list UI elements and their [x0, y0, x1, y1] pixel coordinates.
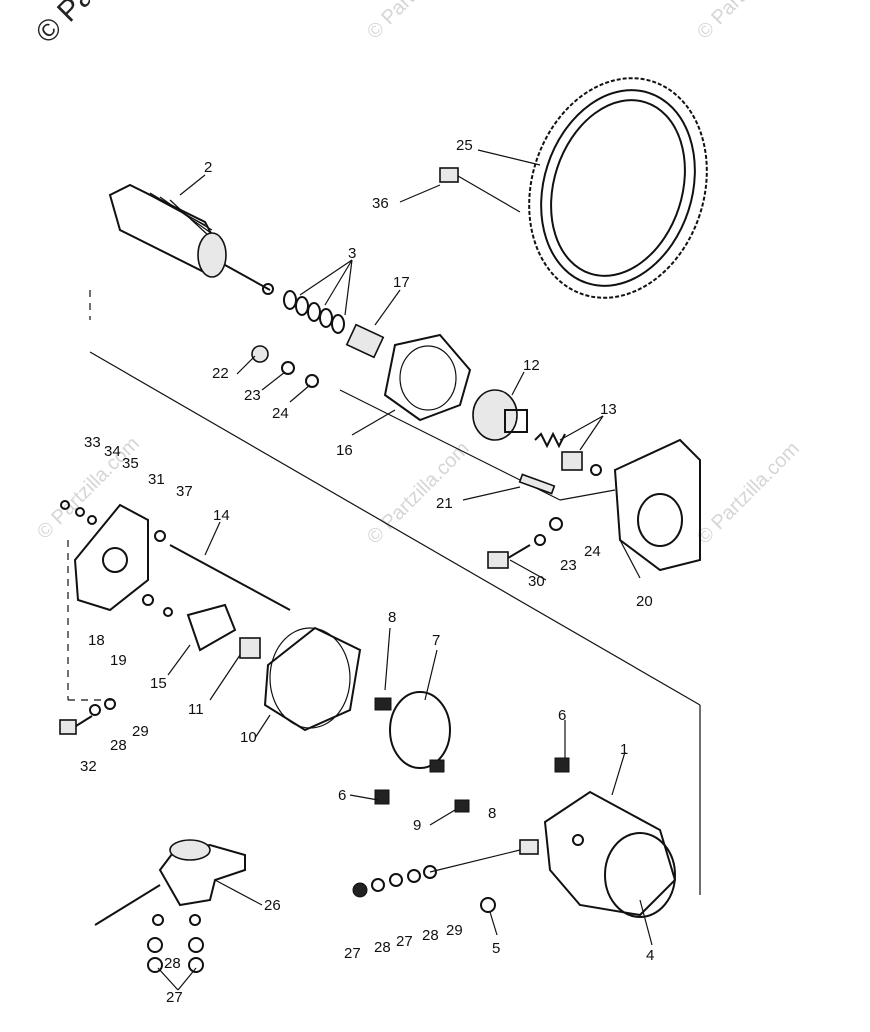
label-35: 35: [122, 455, 139, 472]
bolt-32: [59, 698, 116, 735]
housing-10: [263, 626, 362, 732]
mounting-bracket-20: [613, 438, 701, 572]
plate-left: [60, 500, 149, 612]
label-36: 36: [372, 195, 389, 212]
label-27c: 27: [166, 989, 183, 1006]
label-11: 11: [188, 701, 204, 718]
label-12: 12: [523, 357, 540, 374]
bushing-17: [345, 323, 385, 359]
label-4: 4: [646, 947, 654, 964]
through-bolt-14: [154, 530, 291, 611]
nut-washers-upper: [251, 345, 319, 388]
label-7: 7: [432, 632, 440, 649]
label-19: 19: [110, 652, 127, 669]
label-10: 10: [240, 729, 257, 746]
ring-gear: [528, 77, 708, 299]
watermark-corner: © Par: [30, 0, 108, 50]
label-30: 30: [528, 573, 545, 590]
label-1: 1: [620, 741, 628, 758]
label-20: 20: [636, 593, 653, 610]
bushing-11: [239, 637, 261, 659]
label-28d: 28: [164, 955, 181, 972]
label-8: 8: [388, 609, 396, 626]
watermark-text: © Partzilla.com: [363, 0, 474, 44]
label-15: 15: [150, 675, 167, 692]
label-3: 3: [348, 245, 356, 262]
label-23b: 23: [560, 557, 577, 574]
label-28b: 28: [422, 927, 439, 944]
label-23: 23: [244, 387, 261, 404]
brush-holder-7: [374, 691, 470, 813]
watermark-layer: © Par © Partzilla.com © Partzilla.com © …: [30, 0, 804, 549]
label-26: 26: [264, 897, 281, 914]
label-17: 17: [393, 274, 410, 291]
label-34: 34: [104, 443, 121, 460]
bolt-30: [487, 517, 563, 569]
label-27b: 27: [344, 945, 361, 962]
label-27: 27: [396, 933, 413, 950]
washer-set-3: [283, 290, 345, 334]
label-28: 28: [110, 737, 127, 754]
label-8b: 8: [488, 805, 496, 822]
label-32: 32: [80, 758, 97, 775]
label-9: 9: [413, 817, 421, 834]
watermark-text: © Partzilla.com: [693, 0, 804, 44]
label-6b: 6: [338, 787, 346, 804]
spring-13: [534, 431, 602, 476]
part-labels: 2 25 36 3 17 12 22 23 24 13 16 33 34 35 …: [80, 137, 654, 1006]
label-6: 6: [558, 707, 566, 724]
label-24: 24: [272, 405, 289, 422]
hardware-lower: [352, 839, 539, 913]
label-29b: 29: [446, 922, 463, 939]
pin-21: [518, 473, 556, 495]
label-16: 16: [336, 442, 353, 459]
armature: [108, 183, 274, 295]
bracket-15: [142, 594, 237, 652]
label-28c: 28: [374, 939, 391, 956]
label-33: 33: [84, 434, 101, 451]
label-2: 2: [204, 159, 212, 176]
motor-yoke-1: [543, 757, 677, 918]
pinion-12: [472, 389, 528, 441]
watermark-text: © Partzilla.com: [363, 438, 474, 549]
label-25: 25: [456, 137, 473, 154]
assembly-guide-lines: [67, 290, 701, 895]
label-14: 14: [213, 507, 230, 524]
label-13: 13: [600, 401, 617, 418]
label-5: 5: [492, 940, 500, 957]
end-housing-16: [383, 333, 472, 422]
solenoid-26: [94, 839, 246, 973]
label-29: 29: [132, 723, 149, 740]
leader-lines: [157, 149, 653, 991]
label-37: 37: [176, 483, 193, 500]
label-21: 21: [436, 495, 453, 512]
bolt-36: [439, 167, 521, 213]
watermark-text: © Partzilla.com: [693, 438, 804, 549]
label-24b: 24: [584, 543, 601, 560]
label-31: 31: [148, 471, 165, 488]
label-18: 18: [88, 632, 105, 649]
label-22: 22: [212, 365, 229, 382]
